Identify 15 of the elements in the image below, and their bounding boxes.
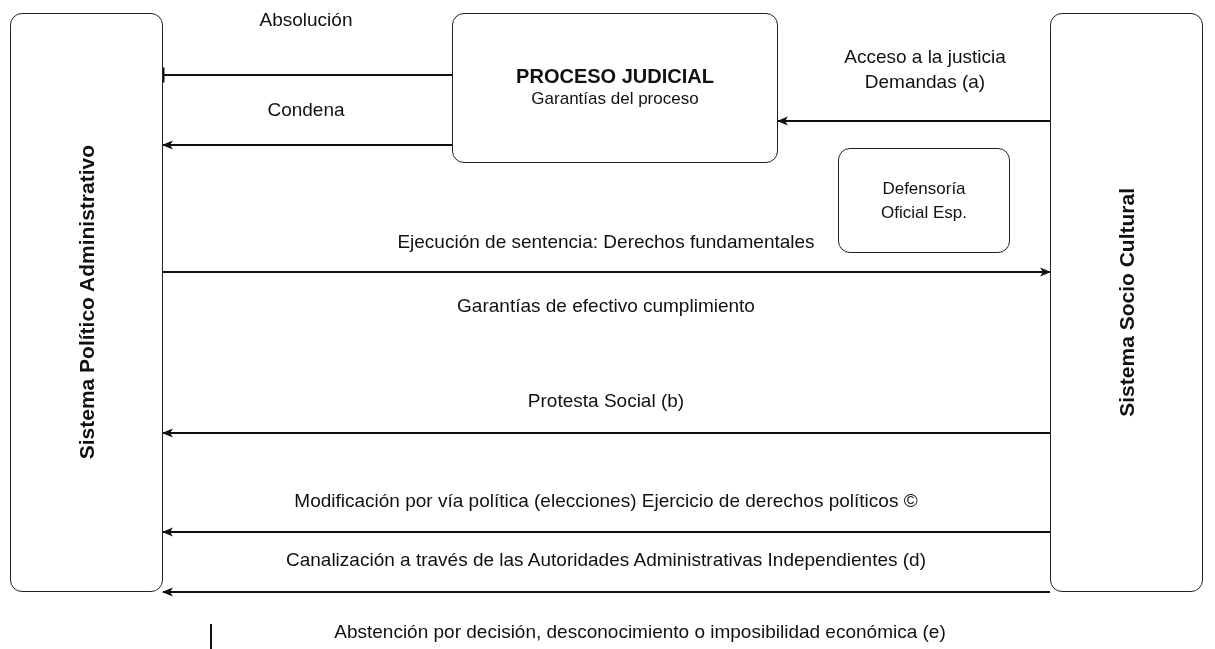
system-label: Sistema Político Administrativo xyxy=(74,145,99,460)
arrow xyxy=(162,267,1052,277)
arrow xyxy=(776,116,1051,126)
rounded-box xyxy=(1050,13,1203,592)
box-subtitle: Garantías del proceso xyxy=(531,88,699,111)
rounded-box xyxy=(452,13,778,163)
box-title: PROCESO JUDICIAL xyxy=(516,65,714,89)
arrow xyxy=(161,428,1051,438)
rounded-box xyxy=(838,148,1010,253)
arrow xyxy=(161,527,1051,537)
arrow xyxy=(161,587,1051,597)
arrow xyxy=(161,140,453,150)
box-text: Defensoría Oficial Esp. xyxy=(880,177,968,224)
system-label: Sistema Socio Cultural xyxy=(1114,188,1139,417)
rounded-box xyxy=(10,13,163,592)
